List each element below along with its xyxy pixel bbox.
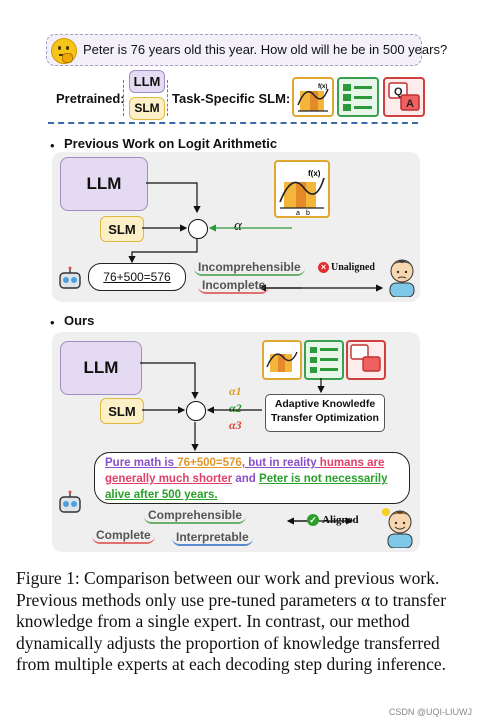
small-slm-box: SLM [129, 97, 165, 120]
happy-person-icon [380, 502, 420, 549]
adaptive-optimization-box: Adaptive Knowledfe Transfer Optimization [265, 394, 385, 432]
question-answer-icon: Q A [383, 77, 425, 117]
figure-caption: Figure 1: Comparison between our work an… [16, 568, 447, 674]
previous-output-text: 76+500=576 [103, 270, 171, 284]
a-letter: A [406, 98, 414, 110]
ours-checklist-icon [304, 340, 344, 380]
question-box: Peter is 76 years old this year. How old… [46, 34, 447, 66]
ours-slm-box: SLM [100, 398, 144, 424]
alpha1-label: α1 [229, 384, 242, 398]
ours-llm-box: LLM [60, 341, 142, 395]
complete-label: Complete [92, 528, 155, 544]
fx-label: f(x) [318, 84, 327, 90]
answer-part6: and [232, 473, 260, 485]
small-llm-box: LLM [129, 70, 165, 93]
task-specific-label: Task-Specific SLM: [172, 91, 291, 106]
answer-part1: Pure math is [105, 457, 178, 469]
comprehensible-label: Comprehensible [144, 508, 247, 524]
previous-slm-box: SLM [100, 216, 144, 242]
pretrained-label: Pretrained: [56, 91, 125, 106]
math-function-icon: f(x) [292, 77, 334, 117]
previous-llm-box: LLM [60, 157, 148, 211]
alpha-label: α [234, 218, 242, 234]
bracket-right [167, 80, 170, 116]
answer-part4: humans are [319, 457, 385, 469]
watermark: CSDN @UQI-LIUWJ [388, 707, 472, 717]
check-icon: ✓ [307, 514, 319, 526]
ours-qa-icon [346, 340, 386, 380]
ours-answer-bubble: Pure math is 76+500=576, but in reality … [94, 452, 410, 504]
x-icon: × [318, 262, 329, 273]
answer-part2: 76+500=576 [177, 457, 242, 469]
a-tick: a [296, 210, 300, 216]
ours-robot-icon [57, 490, 83, 514]
answer-part5: generally much shorter [105, 473, 233, 485]
previous-arrows [128, 182, 384, 292]
checklist-icon [337, 77, 379, 117]
q-letter: Q [394, 86, 403, 98]
answer-part7: Peter is not necessarily [259, 473, 388, 485]
ours-arrows [140, 362, 354, 525]
ours-sum-circle [186, 401, 206, 421]
ours-math-icon [262, 340, 302, 380]
answer-part3: , but in reality [241, 457, 320, 469]
adaptive-line2: Transfer Optimization [271, 412, 379, 424]
b-tick: b [306, 210, 310, 216]
robot-icon [57, 266, 83, 290]
incomprehensible-label: Incomprehensible [194, 260, 305, 276]
adaptive-line1: Adaptive Knowledfe [274, 398, 376, 410]
bracket-left [123, 80, 126, 116]
bullet-2: • [50, 315, 55, 330]
question-text: Peter is 76 years old this year. How old… [83, 42, 448, 57]
previous-math-icon: f(x) a b [274, 160, 330, 218]
fx-text: f(x) [308, 169, 321, 178]
confused-person-icon [384, 253, 420, 298]
sum-circle [188, 219, 208, 239]
aligned-label: Aligned [322, 514, 359, 526]
interpretable-label: Interpretable [172, 530, 253, 546]
unaligned-label: Unaligned [331, 262, 375, 273]
previous-heading: Previous Work on Logit Arithmetic [64, 136, 278, 151]
section-separator [48, 122, 418, 124]
thinking-face-icon [51, 38, 77, 64]
ours-heading: Ours [64, 313, 95, 328]
incomplete-label: Incomplete [198, 278, 270, 294]
alpha2-label: α2 [229, 401, 242, 415]
alpha3-label: α3 [229, 418, 242, 432]
answer-part8: alive after 500 years. [105, 489, 218, 501]
previous-output-bubble: 76+500=576 [88, 263, 186, 291]
bullet-1: • [50, 138, 55, 153]
